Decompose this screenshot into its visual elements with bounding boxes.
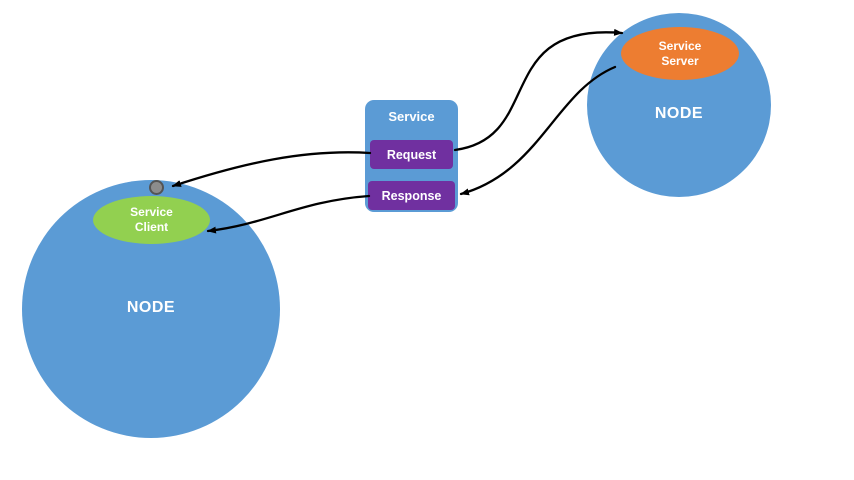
request-box: Request [370, 140, 453, 169]
response-box: Response [368, 181, 455, 210]
service-box-title: Service [388, 109, 435, 124]
server-node-circle: Service Server NODE [587, 13, 771, 197]
server-node-label: NODE [654, 105, 704, 122]
arrow-request-to-client-dot [171, 151, 372, 188]
service-client-label-line2: Client [134, 220, 169, 234]
service-client-label-line1: Service [130, 205, 173, 219]
request-label: Request [386, 147, 437, 162]
service-client-ellipse: Service Client [93, 196, 210, 244]
connection-dot [149, 180, 164, 195]
response-label: Response [381, 188, 442, 203]
service-server-label-line2: Server [661, 53, 699, 68]
service-server-label-line1: Service [658, 38, 702, 53]
client-node-circle: Service Client NODE [22, 180, 280, 438]
service-server-ellipse: Service Server [621, 27, 739, 80]
client-node-label: NODE [126, 299, 176, 316]
service-box: Service Request Response [365, 100, 458, 212]
